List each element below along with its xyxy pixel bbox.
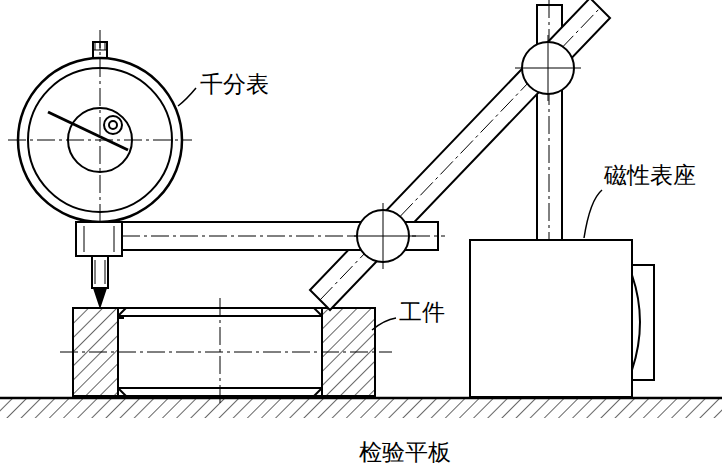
part-label: 工件	[398, 300, 446, 325]
part-label: 千分表	[199, 72, 270, 97]
part-label: 磁性表座	[603, 163, 697, 188]
plate-label: 检验平板	[358, 440, 452, 465]
